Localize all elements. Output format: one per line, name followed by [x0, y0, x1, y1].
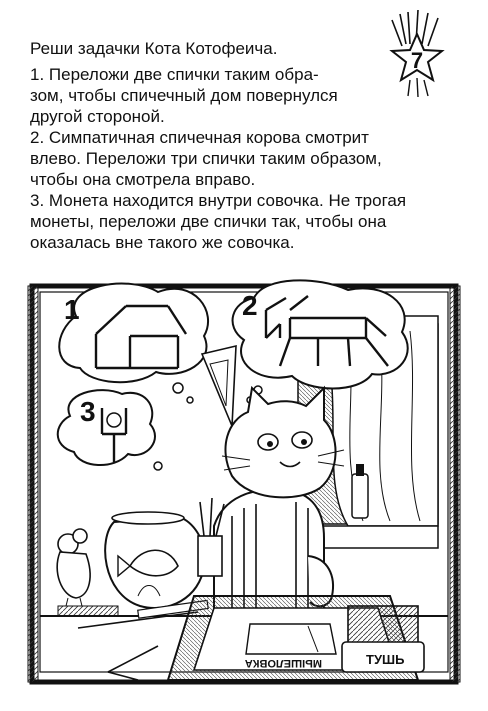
task-line: влево. Переложи три спички таким образом…	[30, 149, 382, 168]
page-heading: Реши задачки Кота Котофеича.	[30, 39, 278, 58]
task-line: 1. Переложи две спички таким обра-	[30, 65, 319, 84]
illustration-drawing: МЫШЕЛОВКА ТУШЬ	[27, 279, 461, 685]
fish-icon	[128, 549, 179, 577]
coin-icon	[106, 412, 122, 428]
page-number-badge: 7	[388, 9, 446, 98]
task-2: 2. Симпатичная спичечная корова смотрит …	[30, 127, 430, 190]
task-line: 2. Симпатичная спичечная корова смотрит	[30, 128, 369, 147]
ink-label: ТУШЬ	[366, 652, 404, 667]
grass-tuft-icon	[389, 9, 445, 98]
task-1: 1. Переложи две спички таким обра- зом, …	[30, 64, 430, 127]
mouse-icon	[56, 528, 91, 607]
puzzle-label-2: 2	[242, 290, 258, 321]
task-line: 3. Монета находится внутри совочка. Не т…	[30, 191, 407, 210]
cat-illustration: МЫШЕЛОВКА ТУШЬ 1 2 3	[18, 276, 470, 696]
bottle-icon	[351, 464, 369, 519]
puzzle-label-1: 1	[64, 294, 80, 325]
task-line: зом, чтобы спичечный дом повернулся	[30, 86, 338, 105]
board-label: МЫШЕЛОВКА	[245, 657, 322, 669]
ink-bottle-icon: ТУШЬ	[341, 605, 425, 673]
page-number: 7	[410, 48, 424, 73]
task-list: 1. Переложи две спички таким обра- зом, …	[30, 64, 430, 253]
puzzle-label-3: 3	[80, 396, 96, 427]
task-line: оказалась вне такого же совочка.	[30, 233, 295, 252]
task-line: другой стороной.	[30, 107, 165, 126]
task-line: чтобы она смотрела вправо.	[30, 170, 256, 189]
task-line: монеты, переложи две спички так, чтобы о…	[30, 212, 387, 231]
task-3: 3. Монета находится внутри совочка. Не т…	[30, 190, 430, 253]
